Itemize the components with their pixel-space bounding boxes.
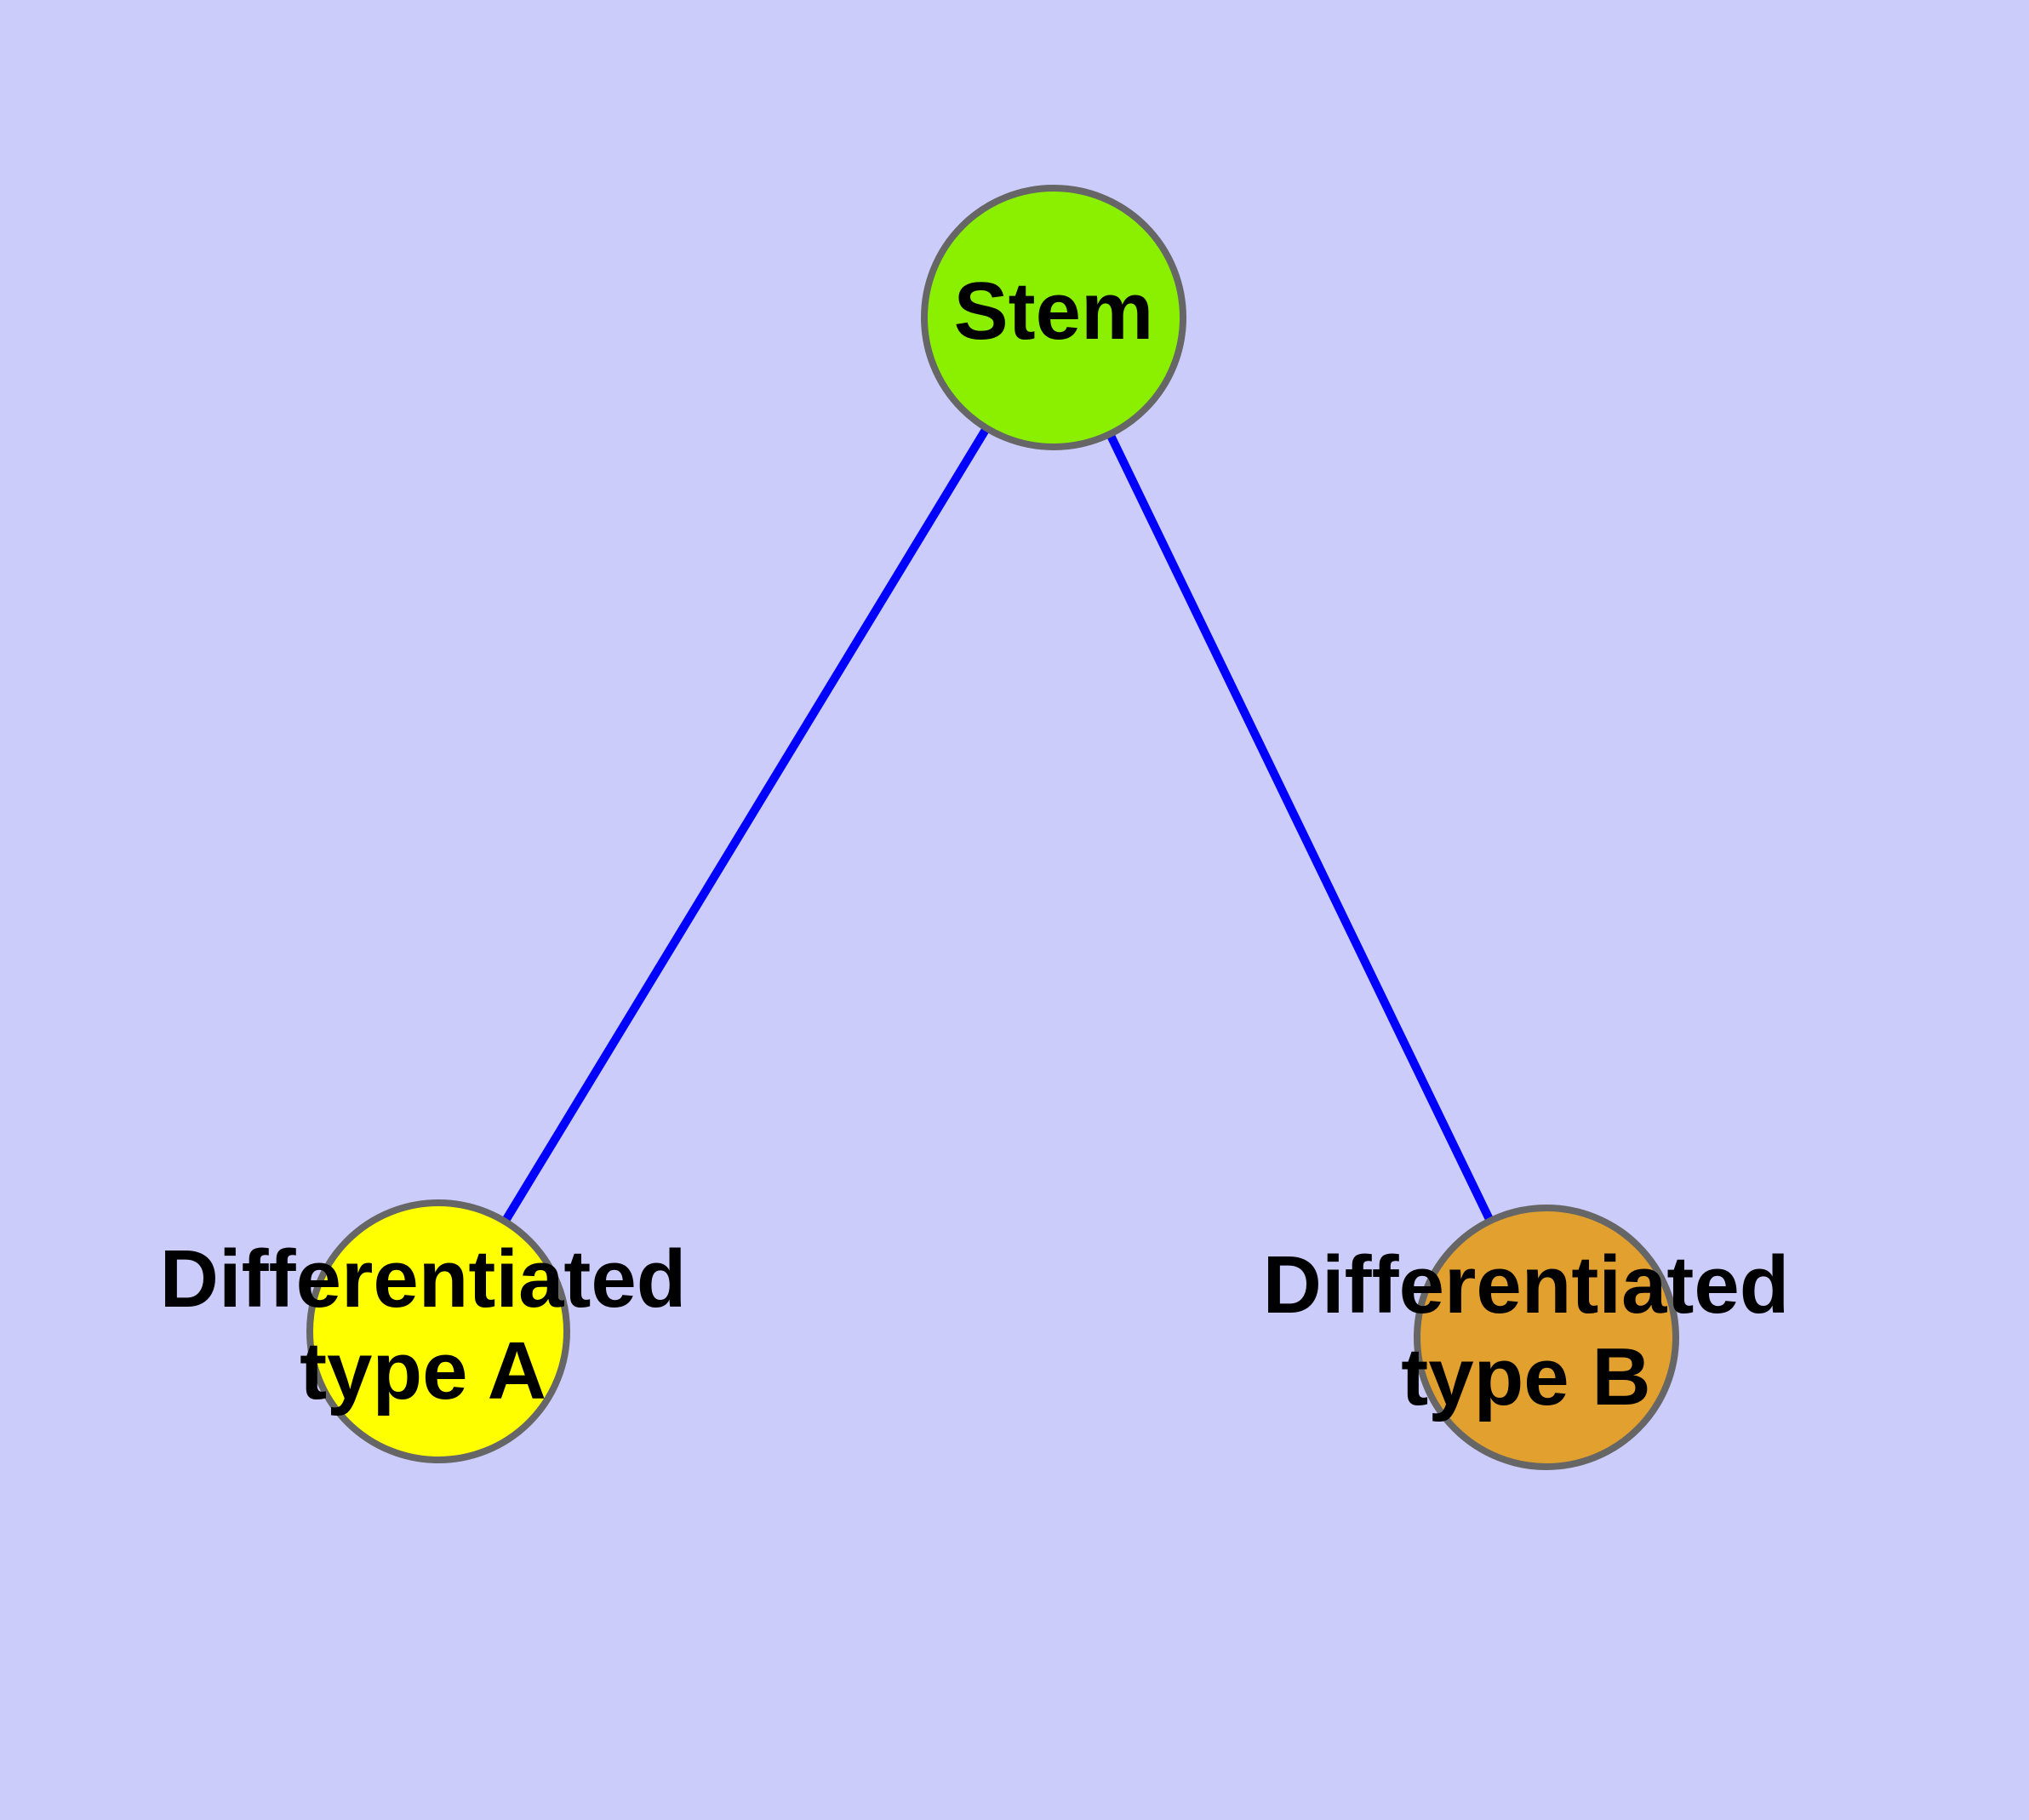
node-circle-stem[interactable] — [921, 185, 1186, 450]
graph-node-stem[interactable] — [921, 185, 1186, 450]
node-label-line: Differentiated — [160, 1234, 687, 1325]
node-label-line: type B — [1401, 1331, 1650, 1422]
node-circle-diff_b[interactable] — [1414, 1205, 1679, 1470]
node-label-line: Stem — [954, 266, 1154, 357]
graph-edge-stem-to-diff_a — [434, 315, 1058, 1334]
node-label-line: Differentiated — [1263, 1240, 1790, 1331]
graph-node-diff_a[interactable] — [306, 1199, 570, 1463]
graph-node-diff_b[interactable] — [1414, 1205, 1679, 1470]
node-circle-diff_a[interactable] — [306, 1199, 570, 1463]
graph-edge-stem-to-diff_b — [1049, 315, 1551, 1340]
node-label-line: type A — [300, 1325, 546, 1417]
node-label-stem: Stem — [954, 266, 1154, 357]
edges-layer — [434, 315, 1551, 1340]
